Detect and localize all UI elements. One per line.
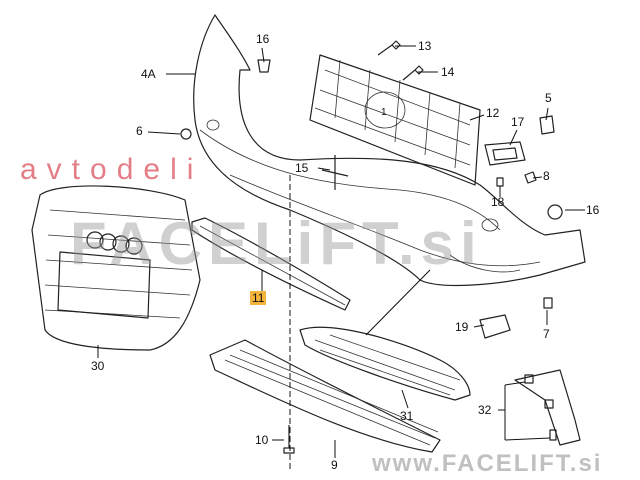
bolt	[377, 40, 401, 56]
radiator-grille	[31, 185, 201, 351]
badge-ring	[125, 237, 143, 255]
callout-9: 9	[331, 458, 338, 472]
trim-strip	[191, 217, 351, 311]
support-center-cutout	[364, 91, 406, 129]
clip-nut	[257, 59, 271, 73]
callout-17: 17	[511, 115, 525, 129]
callout-7: 7	[543, 327, 550, 341]
trim-strip-edge	[199, 225, 346, 306]
callout-11-highlighted: 11	[250, 291, 267, 305]
fog-lamp-cover	[479, 314, 511, 339]
badge-ring	[112, 235, 130, 253]
callout-14: 14	[441, 65, 455, 79]
grommet	[180, 128, 192, 140]
bezel	[484, 141, 526, 166]
lower-guard-ribs	[224, 349, 439, 446]
screw	[283, 425, 295, 454]
callout-4a: 4A	[141, 67, 156, 81]
bumper-contour-line	[199, 129, 501, 231]
callout-18: 18	[491, 195, 505, 209]
callout-30: 30	[91, 359, 105, 373]
callout-6: 6	[136, 124, 143, 138]
callout-16: 16	[256, 32, 270, 46]
callout-16b: 16	[586, 203, 600, 217]
bumper-support	[309, 54, 481, 186]
side-grille	[299, 326, 471, 401]
bracket-clip	[321, 155, 349, 190]
side-grille-slats	[314, 334, 461, 396]
small-clip	[543, 297, 553, 309]
callout-12: 12	[486, 106, 500, 120]
leader-lines	[97, 45, 585, 470]
callout-15: 15	[295, 161, 309, 175]
callout-19: 19	[455, 320, 469, 334]
bracket-fasteners	[524, 374, 557, 441]
bumper-contour-line	[449, 254, 521, 273]
small-clip	[524, 171, 537, 184]
bumper-contour-line	[229, 174, 541, 267]
callout-1: 1	[381, 107, 387, 118]
bumper-opening	[206, 119, 220, 131]
clip-nut	[547, 204, 563, 220]
callout-32: 32	[478, 403, 492, 417]
lower-guard	[209, 339, 441, 453]
callout-10: 10	[255, 433, 269, 447]
callout-13: 13	[418, 39, 432, 53]
bumper-opening	[481, 218, 499, 232]
license-plate-area	[57, 251, 151, 319]
badge-ring	[86, 231, 104, 249]
badge-ring	[99, 233, 117, 251]
small-clip	[496, 177, 504, 187]
callout-8: 8	[543, 169, 550, 183]
bumper-cover	[193, 14, 586, 287]
small-clip	[539, 115, 555, 135]
support-ribs	[334, 59, 461, 169]
bezel-inner	[492, 147, 518, 161]
callout-31: 31	[400, 409, 414, 423]
callout-5: 5	[545, 91, 552, 105]
grille-slats	[44, 209, 193, 319]
bolt	[402, 65, 424, 81]
support-ribs	[314, 69, 471, 166]
